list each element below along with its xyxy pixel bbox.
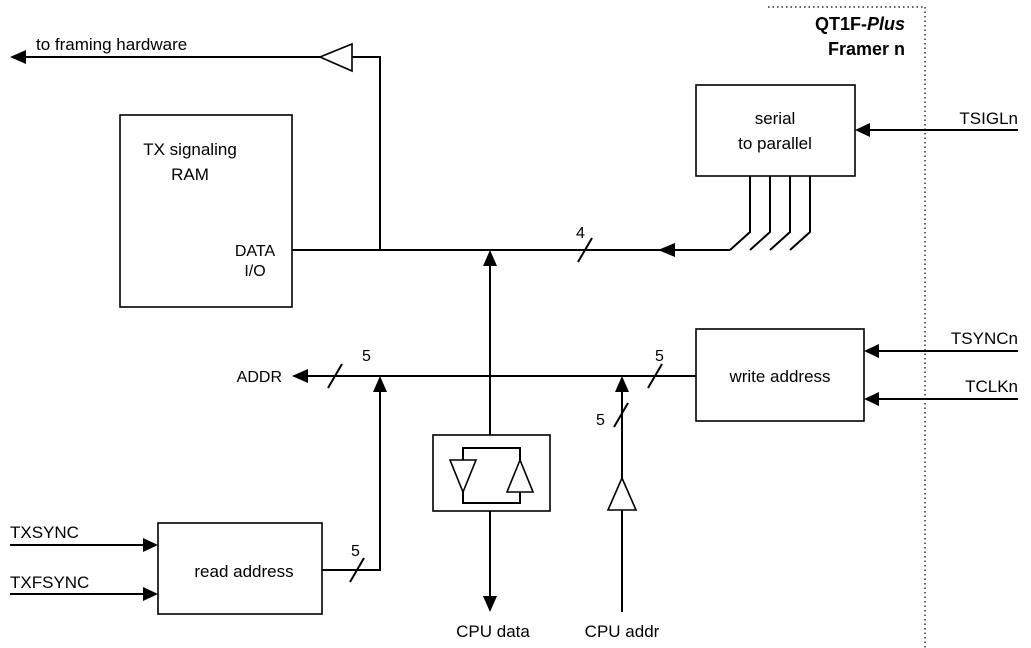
write-addr-width: 5 <box>655 348 664 365</box>
txfsync-arrow <box>143 587 158 601</box>
framing-buffer-icon <box>317 42 353 73</box>
read-address-feed <box>322 390 381 571</box>
tsigl-label: TSIGLn <box>959 109 1018 128</box>
cpu-addr-tick <box>613 402 629 428</box>
transceiver-up-buffer-icon <box>505 457 535 493</box>
parallel-bit-0 <box>729 176 751 251</box>
cpu-data-down-arrow <box>483 596 497 612</box>
cpu-addr-label: CPU addr <box>585 622 660 641</box>
transceiver-loop-bottom <box>462 492 521 504</box>
transceiver-loop <box>462 447 521 460</box>
ram-title-line1: TX signaling <box>143 140 237 159</box>
tsync-arrow <box>864 344 879 358</box>
ram-data-port-line2: I/O <box>244 263 265 280</box>
tclk-arrow <box>864 392 879 406</box>
ram-addr-arrow <box>292 369 308 383</box>
serial-to-parallel-line1: serial <box>755 109 796 128</box>
read-address-label: read address <box>194 562 293 581</box>
read-addr-tick <box>349 557 365 583</box>
parallel-bit-1 <box>749 176 771 251</box>
data-bus-width: 4 <box>576 225 585 242</box>
txfsync-label: TXFSYNC <box>10 573 89 592</box>
framing-hardware-label: to framing hardware <box>36 35 187 54</box>
txsync-arrow <box>143 538 158 552</box>
serial-to-parallel-line2: to parallel <box>738 134 812 153</box>
read-address-junction-arrow <box>373 376 387 392</box>
cpu-data-up-arrow <box>483 250 497 266</box>
ram-data-port-line1: DATA <box>235 243 276 260</box>
cpu-addr-width: 5 <box>596 412 605 429</box>
framer-title: Framer n <box>828 39 905 59</box>
ram-addr-tick <box>327 363 343 389</box>
serial-to-parallel-block <box>695 84 856 177</box>
framing-output-arrow <box>10 50 26 64</box>
ram-title-line2: RAM <box>171 165 209 184</box>
parallel-bit-3 <box>789 176 811 251</box>
cpu-data-transceiver <box>432 434 551 512</box>
txsync-label: TXSYNC <box>10 523 79 542</box>
read-address-block <box>157 522 323 615</box>
write-address-block <box>695 328 865 422</box>
read-addr-width: 5 <box>351 543 360 560</box>
cpu-data-label: CPU data <box>456 622 530 641</box>
tsync-label: TSYNCn <box>951 329 1018 348</box>
write-addr-tick <box>647 363 663 389</box>
tx-signaling-ram <box>119 114 293 308</box>
cpu-addr-buffer-icon <box>606 476 638 511</box>
data-bus-tick <box>577 237 593 263</box>
tsigl-arrow <box>855 123 870 137</box>
cpu-addr-junction-arrow <box>615 376 629 392</box>
framing-feed-line <box>352 56 381 250</box>
ram-addr-port: ADDR <box>237 369 282 386</box>
tclk-label: TCLKn <box>965 377 1018 396</box>
ram-addr-width: 5 <box>362 348 371 365</box>
chip-title: QT1F-Plus <box>815 14 905 34</box>
write-address-label: write address <box>728 367 830 386</box>
transceiver-down-buffer-icon <box>448 459 478 495</box>
data-bus-arrow <box>658 243 675 257</box>
parallel-bit-2 <box>769 176 791 251</box>
